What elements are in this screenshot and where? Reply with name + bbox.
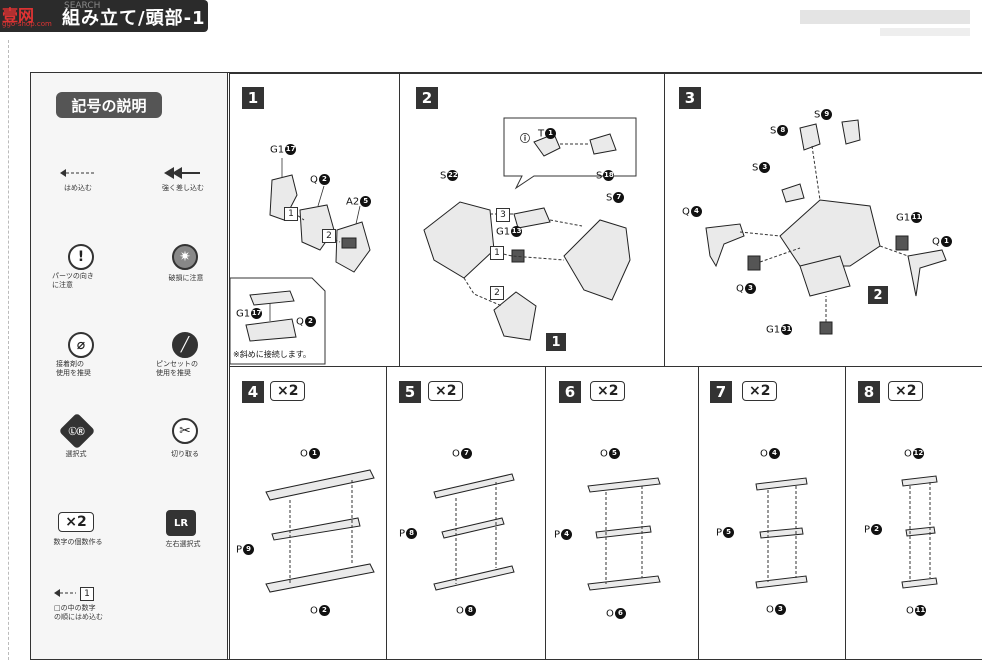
watermark: SEARCH xyxy=(64,1,101,11)
times-icon: ×2 xyxy=(58,512,94,532)
legend-caption: 接着剤の 使用を推奨 xyxy=(56,360,91,377)
step-note: ※斜めに接続します。 xyxy=(233,350,311,359)
times-badge: ×2 xyxy=(428,381,464,401)
step-number: 6 xyxy=(559,381,581,403)
legend-caption: ピンセットの 使用を推奨 xyxy=(156,360,198,377)
legend-caption: 選択式 xyxy=(65,450,87,458)
step-1-diagram xyxy=(269,158,371,273)
binding-line xyxy=(8,40,10,660)
step-number: 7 xyxy=(710,381,732,403)
step-8-panel xyxy=(845,366,982,659)
legend-caption: 破損に注意 xyxy=(168,274,204,282)
cut-icon: ✂ xyxy=(172,418,198,444)
ref-step: 1 xyxy=(546,333,566,351)
legend-caption: □の中の数字 の順にはめ込む xyxy=(54,604,103,621)
legend-caption: 左右選択式 xyxy=(165,540,201,548)
glue-icon: ⌀ xyxy=(68,332,94,358)
legend-caption: はめ込む xyxy=(64,184,92,192)
order-number-icon: 1 xyxy=(80,587,94,601)
step-number: 1 xyxy=(242,87,264,109)
site-url: ggo-shop.com xyxy=(2,20,52,28)
warning-icon: ! xyxy=(68,244,94,270)
step-2-diagram xyxy=(423,117,637,341)
warning-icon: ⓘ xyxy=(520,134,530,145)
header-shade-2 xyxy=(880,28,970,36)
break-warning-icon: ✷ xyxy=(172,244,198,270)
step-3-diagram xyxy=(705,119,947,335)
step-number: 2 xyxy=(416,87,438,109)
step-4-diagram xyxy=(265,469,375,593)
order-number: 2 xyxy=(322,229,336,243)
tweezers-icon: ╱ xyxy=(172,332,198,358)
step-8-diagram xyxy=(901,475,938,589)
insert-arrow-icon xyxy=(60,169,96,177)
step-6-diagram xyxy=(587,477,661,591)
step-number: 4 xyxy=(242,381,264,403)
order-number: 3 xyxy=(496,208,510,222)
order-number: 2 xyxy=(490,286,504,300)
left-right-icon: LR xyxy=(166,510,196,536)
step-1-inset xyxy=(230,277,326,365)
ref-step: 2 xyxy=(868,286,888,304)
page-title: 組み立て/頭部-1 xyxy=(62,8,206,29)
legend-caption: 強く差し込む xyxy=(162,184,204,192)
step-5-diagram xyxy=(433,473,515,591)
order-number: 1 xyxy=(490,246,504,260)
times-badge: ×2 xyxy=(270,381,306,401)
times-badge: ×2 xyxy=(590,381,626,401)
order-number: 1 xyxy=(284,207,298,221)
site-logo: 壹网 xyxy=(2,6,35,25)
step-7-diagram xyxy=(755,477,808,589)
legend-title: 記号の説明 xyxy=(56,92,162,118)
step-number: 3 xyxy=(679,87,701,109)
order-arrow-icon xyxy=(54,589,76,597)
header-bar xyxy=(0,0,208,32)
legend-caption: パーツの向き に注意 xyxy=(52,272,94,289)
step-number: 8 xyxy=(858,381,880,403)
legend-caption: 切り取る xyxy=(171,450,199,458)
legend-caption: 数字の個数作る xyxy=(53,538,103,546)
times-badge: ×2 xyxy=(742,381,778,401)
step-4-panel xyxy=(229,366,386,659)
step-number: 5 xyxy=(399,381,421,403)
step-7-panel xyxy=(698,366,845,659)
header-shade xyxy=(800,10,970,24)
times-badge: ×2 xyxy=(888,381,924,401)
push-arrow-icon xyxy=(164,167,200,179)
